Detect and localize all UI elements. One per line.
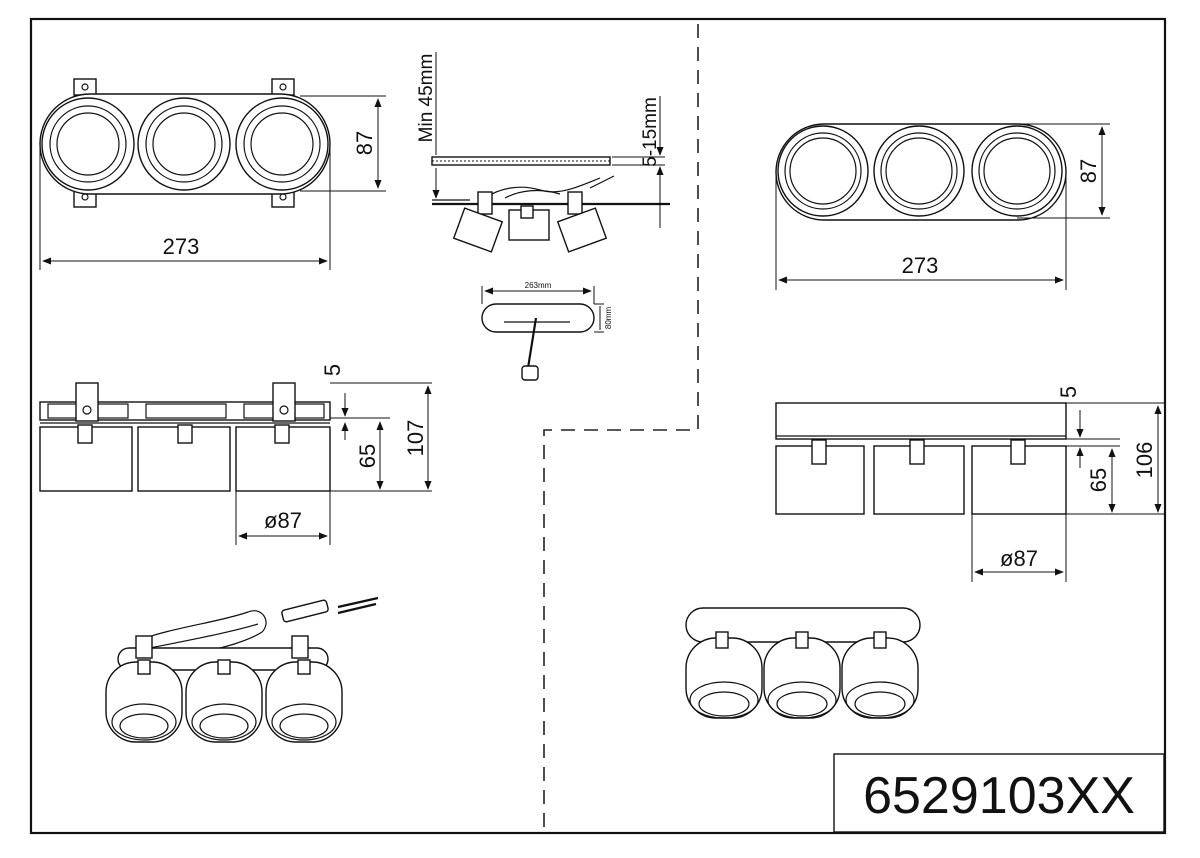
surface-side-total-label: 106: [1132, 442, 1157, 479]
surface-perspective-view: [685, 607, 921, 719]
sheet-border: [29, 17, 1167, 835]
surface-top-view: [775, 123, 1110, 290]
title-block: [833, 753, 1165, 833]
recessed-perspective-view: [105, 596, 379, 743]
view-divider: [543, 24, 699, 833]
surface-side-rim-label: 5: [1056, 386, 1081, 398]
installation-thickness-label: 5-15mm: [640, 97, 661, 167]
recessed-side-rim-label: 5: [320, 364, 345, 376]
surface-side-view: [775, 402, 1166, 582]
recessed-top-width-label: 273: [163, 234, 200, 259]
recessed-side-body-label: 65: [355, 444, 380, 468]
recessed-side-total-label: 107: [403, 420, 428, 457]
surface-side-diameter-label: ø87: [1000, 546, 1038, 571]
model-code: 6529103XX: [863, 767, 1135, 825]
surface-top-height-label: 87: [1076, 159, 1101, 183]
recessed-top-height-label: 87: [352, 131, 377, 155]
surface-side-body-label: 65: [1086, 468, 1111, 492]
recessed-side-view: [39, 382, 432, 545]
installation-cutout-width-label: 263mm: [525, 281, 552, 290]
installation-ceiling-label: Min 45mm: [416, 54, 437, 143]
installation-diagram: [431, 52, 670, 381]
recessed-top-view: [39, 78, 386, 270]
installation-cutout-height-label: 80mm: [604, 307, 613, 330]
surface-top-width-label: 273: [902, 253, 939, 278]
recessed-side-diameter-label: ø87: [264, 508, 302, 533]
